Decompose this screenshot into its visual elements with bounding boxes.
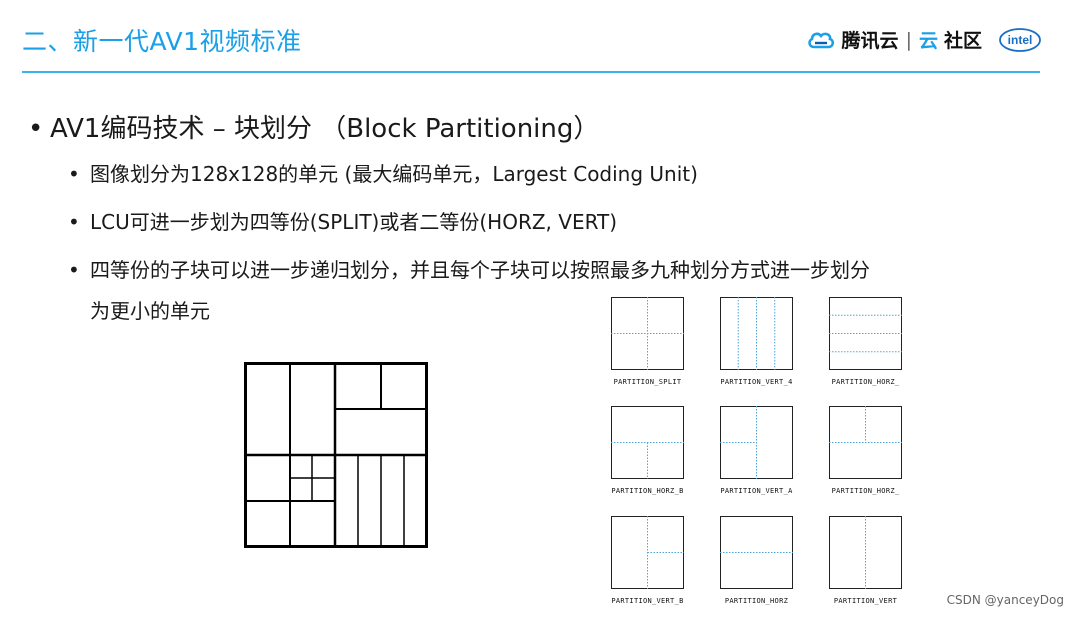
sub-bullet-text: LCU可进一步划为四等份(SPLIT)或者二等份(HORZ, VERT) [90,210,618,234]
partition-type-horz [720,516,793,589]
main-bullet-text: AV1编码技术 – 块划分 （Block Partitioning） [50,114,600,144]
partition-type-vert [829,516,902,589]
watermark: CSDN @yanceyDog [946,593,1064,607]
slide-title: 二、新一代AV1视频标准 [22,27,302,56]
partition-type-label: PARTITION_VERT_4 [720,378,793,386]
tencent-cloud-icon [807,32,834,48]
sub-bullet: •四等份的子块可以进一步递归划分，并且每个子块可以按照最多九种划分方式进一步划分 [68,258,870,282]
sub-bullet-text: 图像划分为128x128的单元 (最大编码单元，Largest Coding U… [90,162,698,186]
partition-type-label: PARTITION_SPLIT [613,378,682,386]
partition-type-diagram [829,297,902,370]
partition-type-diagram [829,516,902,589]
intel-logo-text: intel [1008,33,1033,47]
partition-type-label: PARTITION_VERT_A [720,487,793,495]
community-logo-text: 社区 [943,30,982,52]
partition-type-diagram [611,297,684,370]
partition-type-label: PARTITION_HORZ_ [831,378,900,386]
intel-logo: intel [999,27,1041,52]
title-divider [22,71,1040,73]
main-bullet: •AV1编码技术 – 块划分 （Block Partitioning） [28,114,600,144]
recursive-partition-diagram [244,362,428,548]
tencent-cloud-logo-text: 腾讯云 [841,30,899,52]
partition-type-diagram [720,516,793,589]
partition-type-split [611,297,684,370]
sub-bullet-continuation: 为更小的单元 [90,299,210,323]
partition-type-diagram [720,406,793,479]
partition-type-vert4 [720,297,793,370]
partition-type-diagram [720,297,793,370]
partition-type-horzA [829,406,902,479]
partition-type-diagram [611,406,684,479]
partition-type-diagram [611,516,684,589]
partition-type-label: PARTITION_VERT_B [611,597,684,605]
partition-type-horzB [611,406,684,479]
community-cloud-glyph: 云 [918,30,938,52]
partition-type-label: PARTITION_HORZ_B [611,487,684,495]
logo-bar: 腾讯云 | 云 社区 intel [806,26,1042,53]
partition-type-vertB [611,516,684,589]
partition-type-horz4 [829,297,902,370]
sub-bullet-text: 四等份的子块可以进一步递归划分，并且每个子块可以按照最多九种划分方式进一步划分 [90,258,870,282]
partition-type-label: PARTITION_HORZ_ [831,487,900,495]
sub-bullet: •图像划分为128x128的单元 (最大编码单元，Largest Coding … [68,162,698,186]
logo-separator: | [905,28,912,51]
partition-type-diagram [829,406,902,479]
partition-type-label: PARTITION_VERT [833,597,898,605]
partition-type-vertA [720,406,793,479]
partition-type-label: PARTITION_HORZ [724,597,789,605]
sub-bullet: •LCU可进一步划为四等份(SPLIT)或者二等份(HORZ, VERT) [68,210,618,234]
